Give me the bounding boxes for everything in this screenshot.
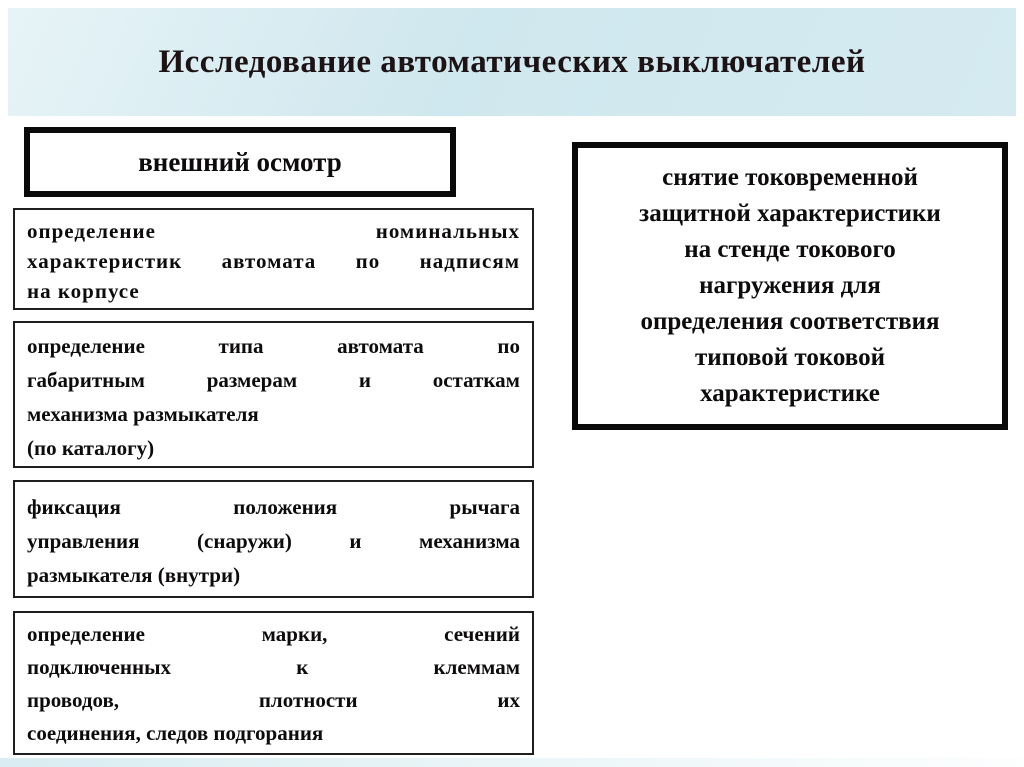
step-box-wire-marking-inspection: определение марки, сечений подключенных к…	[13, 611, 534, 755]
text-line: управления (снаружи) и механизма	[27, 529, 520, 553]
text-line: проводов, плотности их	[27, 688, 520, 712]
text-line: на стенде токового	[684, 236, 896, 263]
text-line: снятие токовременной	[662, 164, 918, 191]
text-line: габаритным размерам и остаткам	[27, 368, 520, 392]
current-time-characteristic-box: снятие токовременной защитной характерист…	[572, 142, 1008, 430]
text-line: характеристике	[700, 380, 880, 407]
external-inspection-box: внешний осмотр	[24, 127, 456, 197]
text-line: определение типа автомата по	[27, 334, 520, 358]
step-box-nominal-characteristics: определение номинальных характеристик авт…	[13, 208, 534, 310]
bottom-accent-strip	[0, 758, 1024, 767]
text-line: типовой токовой	[694, 344, 886, 371]
text-line: защитной характеристики	[639, 200, 941, 227]
step-box-type-determination: определение типа автомата по габаритным р…	[13, 321, 534, 468]
text-line: определение номинальных	[27, 219, 520, 243]
text-line: подключенных к клеммам	[27, 655, 520, 679]
text-line: определение марки, сечений	[27, 622, 520, 646]
slide-title: Исследование автоматических выключателей	[158, 43, 866, 80]
text-line: характеристик автомата по надписям	[27, 249, 520, 273]
text-line: соединения, следов подгорания	[27, 721, 324, 745]
text-line: фиксация положения рычага	[27, 495, 520, 519]
text-line: на корпусе	[27, 279, 140, 303]
text-line: механизма размыкателя	[27, 402, 259, 426]
text-line: определения соответствия	[640, 308, 940, 335]
step-box-lever-position-fixation: фиксация положения рычага управления (сна…	[13, 480, 534, 598]
external-inspection-label: внешний осмотр	[138, 146, 342, 177]
title-band: Исследование автоматических выключателей	[8, 8, 1016, 116]
text-line: нагружения для	[699, 272, 881, 299]
text-line: (по каталогу)	[27, 436, 155, 460]
text-line: размыкателя (внутри)	[27, 563, 241, 587]
